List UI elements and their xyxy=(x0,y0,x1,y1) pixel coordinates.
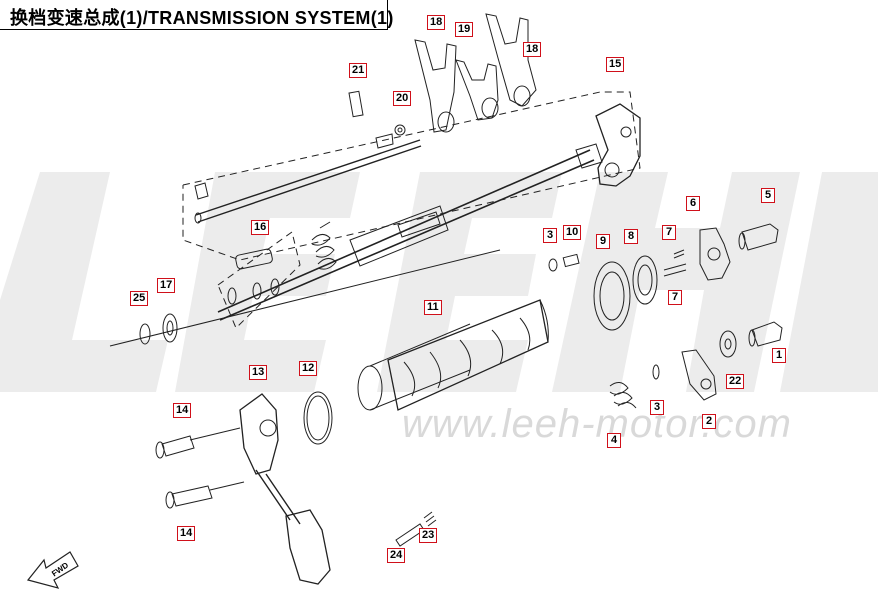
callout-12: 12 xyxy=(299,361,318,376)
star-and-pins xyxy=(663,223,779,281)
callout-16: 16 xyxy=(251,220,270,235)
shift-forks xyxy=(414,13,537,133)
callout-1: 1 xyxy=(772,348,786,363)
diagram-title-box: 换档变速总成(1)/TRANSMISSION SYSTEM(1) xyxy=(0,0,393,30)
callout-20: 20 xyxy=(393,91,412,106)
callout-5: 5 xyxy=(761,188,775,203)
shift-lever xyxy=(155,393,331,585)
callout-7-bottom: 7 xyxy=(668,290,682,305)
callout-24: 24 xyxy=(387,548,406,563)
callout-8: 8 xyxy=(624,229,638,244)
sleeve-and-spring xyxy=(235,221,337,270)
fwd-arrow-icon xyxy=(26,551,79,589)
shift-drum xyxy=(303,299,549,445)
callout-3-bottom: 3 xyxy=(650,400,664,415)
callout-25: 25 xyxy=(130,291,149,306)
washers-and-circlips xyxy=(109,249,580,347)
callout-18-left: 18 xyxy=(427,15,446,30)
callout-15: 15 xyxy=(606,57,625,72)
callout-14-top: 14 xyxy=(173,403,192,418)
fork-shaft xyxy=(194,90,422,224)
callout-21: 21 xyxy=(349,63,368,78)
callout-19: 19 xyxy=(455,22,474,37)
dashed-group-frame xyxy=(182,91,641,329)
callout-10: 10 xyxy=(563,225,582,240)
callout-4: 4 xyxy=(607,433,621,448)
callout-7-top: 7 xyxy=(662,225,676,240)
callout-14-bottom: 14 xyxy=(177,526,196,541)
callout-9: 9 xyxy=(596,234,610,249)
gearshift-shaft xyxy=(217,103,641,321)
callout-2: 2 xyxy=(702,414,716,429)
watermark-url: www.leeh-motor.com xyxy=(402,402,792,446)
callout-13: 13 xyxy=(249,365,268,380)
diagram-title: 换档变速总成(1)/TRANSMISSION SYSTEM(1) xyxy=(10,8,394,28)
bearing-and-seal xyxy=(593,255,658,331)
callout-23: 23 xyxy=(419,528,438,543)
callout-17: 17 xyxy=(157,278,176,293)
callout-6: 6 xyxy=(686,196,700,211)
detent-assembly xyxy=(609,321,783,409)
callout-22: 22 xyxy=(726,374,745,389)
callout-11: 11 xyxy=(424,300,442,315)
collar-part xyxy=(394,124,406,136)
callout-3-top: 3 xyxy=(543,228,557,243)
callout-18-right: 18 xyxy=(523,42,542,57)
